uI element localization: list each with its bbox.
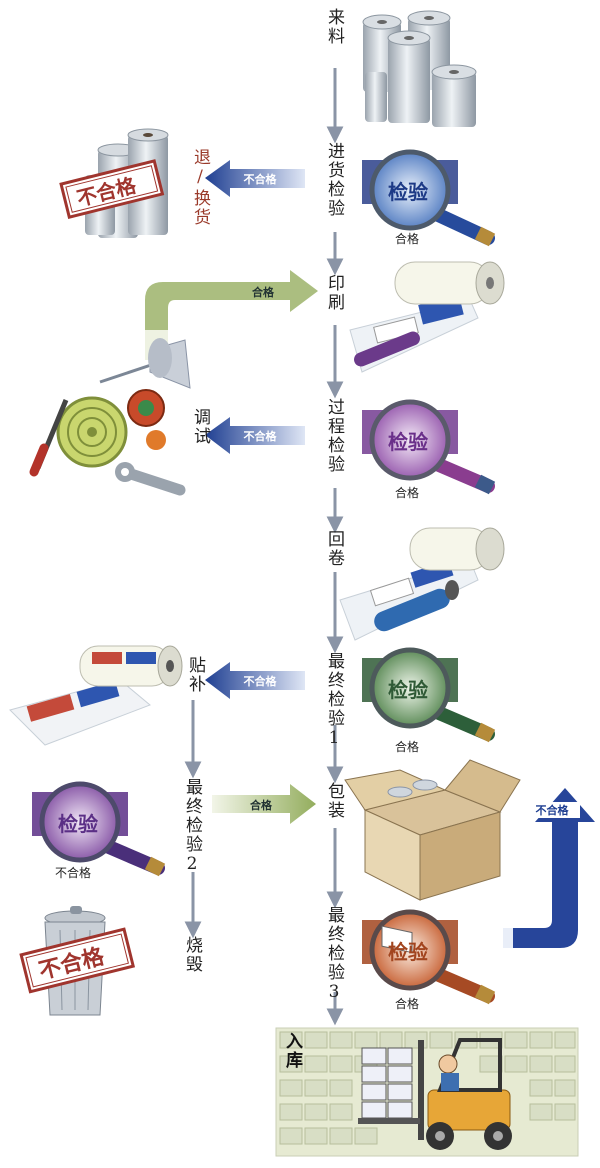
- fail-arrow-1: [205, 160, 305, 197]
- step-return-exchange: 退/换货: [190, 148, 210, 227]
- material-rolls-image: [362, 10, 477, 127]
- rewind-roll-image: [339, 527, 505, 641]
- step-final-inspection-3: 最终检验3: [324, 906, 344, 1004]
- fail-label-return: 不合格: [524, 802, 580, 818]
- fail-arrow-3: [205, 662, 305, 699]
- reject-stamp-2: [19, 927, 136, 994]
- step-printing: 印刷: [324, 274, 344, 312]
- pass-label-printing: 合格: [252, 286, 274, 299]
- step-adjust: 调试: [190, 408, 210, 446]
- warehouse-image: [275, 1027, 579, 1157]
- fail-arrow-2: [205, 417, 305, 454]
- pass-caption-final-1: 合格: [395, 740, 420, 754]
- adjust-tools-image: [29, 338, 191, 496]
- step-incoming: 来料: [324, 8, 344, 46]
- reject-stamp-1: [59, 159, 165, 219]
- printing-roll-image: [349, 261, 505, 373]
- fail-caption-final-2: 不合格: [55, 866, 92, 880]
- fail-label-2: 不合格: [243, 430, 277, 443]
- main-flow-arrows: [184, 68, 344, 1026]
- step-packaging: 包装: [324, 782, 344, 820]
- step-burn: 烧毁: [182, 936, 202, 974]
- step-final-inspection-2: 最终检验2: [182, 778, 202, 876]
- magnifier-text-incoming: 检验: [388, 180, 428, 204]
- magnifier-text-final-1: 检验: [388, 678, 428, 702]
- step-warehouse: 入库: [282, 1032, 302, 1070]
- magnifier-text-final-3: 检验: [388, 940, 428, 964]
- pass-caption-final-3: 合格: [395, 997, 420, 1011]
- step-incoming-inspection: 进货检验: [324, 142, 344, 218]
- pass-caption-incoming: 合格: [395, 232, 420, 246]
- magnifier-icon-final-2: [32, 781, 166, 877]
- fail-label-1: 不合格: [243, 173, 277, 186]
- pass-arrow-to-packaging: [212, 784, 316, 824]
- magnifier-text-final-2: 检验: [58, 812, 98, 836]
- rejected-rolls-image: [59, 128, 169, 238]
- patch-rolls-image: [9, 645, 183, 746]
- pass-caption-process: 合格: [395, 486, 420, 500]
- magnifier-icon-process: [362, 399, 496, 495]
- step-patch: 贴补: [185, 656, 205, 694]
- step-process-inspection: 过程检验: [324, 398, 344, 474]
- return-arrow-final3: [503, 788, 595, 948]
- trash-can-image: [19, 906, 136, 1016]
- magnifier-icon-final-1: [362, 647, 496, 743]
- step-final-inspection-1: 最终检验1: [324, 652, 344, 750]
- packaging-box-image: [344, 759, 521, 954]
- magnifier-icon-incoming: [362, 149, 496, 247]
- step-rewind: 回卷: [324, 530, 344, 568]
- fail-label-3: 不合格: [243, 675, 277, 688]
- magnifier-text-process: 检验: [388, 430, 428, 454]
- pass-label-packaging: 合格: [250, 799, 272, 812]
